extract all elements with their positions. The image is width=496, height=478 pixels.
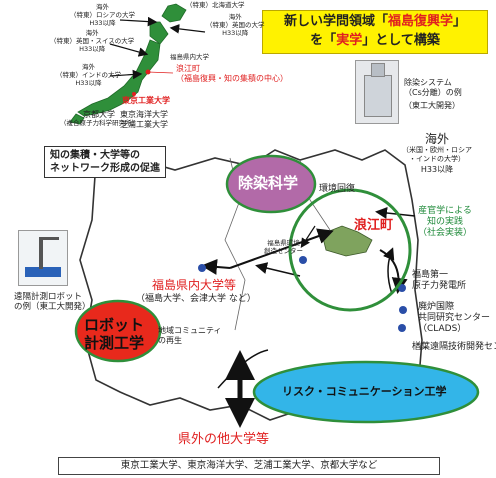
clads-dot [399,306,407,314]
hokkaido-label: （特東）北海道大学 [186,1,245,9]
clads-label: 廃炉国際共同研究センター（CLADS） [418,302,491,334]
decon-science-circle [225,154,317,214]
pref-univ-sub: （福島大学、会津大学 など） [136,294,256,304]
overseas-right: 海外 （米国・欧州・ロシア ・インドの大学） H33以降 [402,132,472,175]
naraha-dot [398,324,406,332]
bottom-university-list: 東京工業大学、東京海洋大学、芝浦工業大学、京都大学など [58,457,440,475]
remote-robot-caption: 遠隔計測ロボットの例（東工大開発） [14,292,91,313]
env-center-dot [299,256,307,264]
japan-map [69,3,187,125]
risk-comm-label: リスク・コミュニケーション工学 [282,385,447,398]
risk-comm-circle [252,360,480,424]
fukushima-univ-label: 福島県内大学 [170,53,209,61]
robot-photo [18,230,68,286]
pref-univ-label: 福島県内大学等 [152,278,237,292]
outside-univ-label: 県外の他大学等 [178,432,270,447]
decon-system-caption: 除染システム（Cs分離）の例（東工大開発） [404,78,462,111]
namie-circle-label: 浪江町 [354,218,394,233]
namie-area [321,225,373,257]
tokyo-kaiyo-label: 東京海洋大学芝浦工業大学 [120,110,168,129]
env-center-label: 福島県環境創造センター [264,239,303,255]
npp-dot [398,284,406,292]
tokyo-dot [132,92,136,96]
naraha-label: 楢葉遠隔技術開発センター [412,342,496,352]
network-box: 知の集積・大学等のネットワーク形成の促進 [44,146,166,178]
env-recovery-label: 環境回復 [319,184,356,194]
decon-science-label: 除染科学 [238,174,299,192]
community-label: 地域コミュニティの再生 [158,326,222,345]
titech-label: 東京工業大学 [122,96,170,105]
pref-univ-dot [198,264,206,272]
kyoto-label: 京都大学（複合原子力科学研究所） [60,110,138,127]
robot-circle [74,299,162,363]
title-banner: 新しい学問領域「福島復興学」 を「実学」として構築 [262,10,488,54]
robot-label: ロボット計測工学 [84,316,145,352]
decon-system-photo [355,60,399,124]
industry-label: 産官学による知の実践（社会実装） [418,206,473,238]
title-line-2: を「実学」として構築 [310,32,440,48]
namie-circle [288,188,412,312]
title-line-1: 新しい学問領域「福島復興学」 [283,14,467,29]
npp-label: 福島第一原子力発電所 [412,270,467,291]
namie-map-label: 浪江町（福島復興・知の集積の中心） [176,64,288,83]
